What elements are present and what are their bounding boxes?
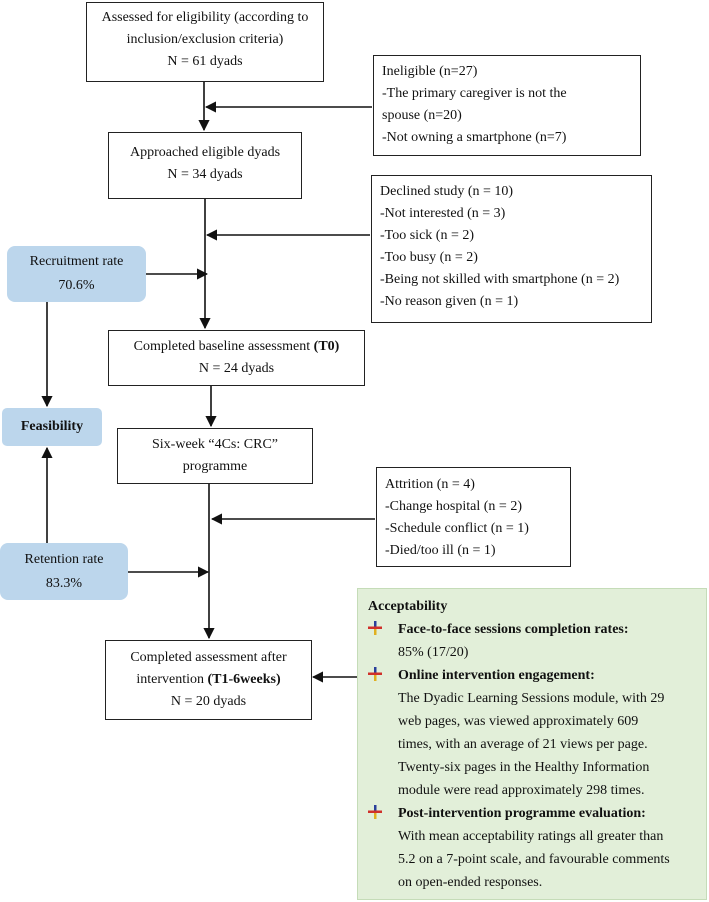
acceptability-item-line: With mean acceptability ratings all grea… [398, 829, 664, 844]
bullet-icon [368, 667, 382, 681]
after-box: Completed assessment after intervention … [105, 640, 312, 720]
assessed-count: N = 61 dyads [167, 54, 243, 69]
approached-box: Approached eligible dyads N = 34 dyads [108, 132, 302, 199]
acceptability-item-line: 5.2 on a 7-point scale, and favourable c… [398, 852, 670, 867]
acceptability-item-line: on open-ended responses. [398, 875, 543, 890]
acceptability-item-head: Face-to-face sessions completion rates: [398, 622, 629, 637]
ineligible-title: Ineligible (n=27) [382, 64, 478, 79]
approached-label: Approached eligible dyads [129, 145, 281, 160]
retention-rate-box: Retention rate 83.3% [0, 543, 128, 600]
declined-box: Declined study (n = 10) -Not interested … [371, 175, 652, 323]
recruitment-rate-label: Recruitment rate [29, 254, 124, 269]
assessed-box: Assessed for eligibility (according to i… [86, 2, 324, 82]
declined-reason-1: -Not interested (n = 3) [380, 206, 506, 221]
acceptability-item-completion: Face-to-face sessions completion rates: … [368, 618, 698, 664]
ineligible-reason-2: -Not owning a smartphone (n=7) [382, 130, 567, 145]
ineligible-reason-1b: spouse (n=20) [382, 108, 462, 123]
recruitment-rate-value: 70.6% [58, 278, 95, 293]
attrition-reason-3: -Died/too ill (n = 1) [385, 543, 496, 558]
after-line-1: Completed assessment after [130, 650, 287, 665]
baseline-label-line: Completed baseline assessment (T0) [109, 336, 364, 358]
declined-title: Declined study (n = 10) [380, 184, 514, 199]
attrition-reason-1: -Change hospital (n = 2) [385, 499, 522, 514]
recruitment-rate-box: Recruitment rate 70.6% [7, 246, 146, 302]
baseline-label: Completed baseline assessment [133, 339, 314, 354]
declined-reason-4: -Being not skilled with smartphone (n = … [380, 272, 620, 287]
acceptability-item-line: 85% (17/20) [398, 645, 469, 660]
acceptability-item-line: module were read approximately 298 times… [398, 783, 645, 798]
attrition-box: Attrition (n = 4) -Change hospital (n = … [376, 467, 571, 567]
assessed-line-2: inclusion/exclusion criteria) [126, 32, 284, 47]
bullet-icon [368, 621, 382, 635]
programme-box: Six-week “4Cs: CRC” programme [117, 428, 313, 484]
ineligible-box: Ineligible (n=27) -The primary caregiver… [373, 55, 641, 156]
after-count: N = 20 dyads [170, 694, 247, 709]
attrition-title: Attrition (n = 4) [385, 477, 475, 492]
acceptability-item-engagement: Online intervention engagement: The Dyad… [368, 664, 698, 802]
ineligible-reason-1: -The primary caregiver is not the [382, 86, 567, 101]
after-tag: (T1-6weeks) [207, 672, 281, 687]
acceptability-item-head: Online intervention engagement: [398, 668, 595, 683]
acceptability-item-evaluation: Post-intervention programme evaluation: … [368, 802, 698, 894]
retention-rate-label: Retention rate [24, 552, 104, 567]
acceptability-item-line: web pages, was viewed approximately 609 [398, 714, 639, 729]
programme-line-2: programme [182, 459, 248, 474]
acceptability-item-line: times, with an average of 21 views per p… [398, 737, 648, 752]
attrition-reason-2: -Schedule conflict (n = 1) [385, 521, 529, 536]
approached-count: N = 34 dyads [167, 167, 243, 182]
declined-reason-5: -No reason given (n = 1) [380, 294, 519, 309]
feasibility-label: Feasibility [20, 419, 84, 434]
after-label: intervention [136, 672, 208, 687]
acceptability-item-head: Post-intervention programme evaluation: [398, 806, 646, 821]
programme-line-1: Six-week “4Cs: CRC” [152, 437, 278, 452]
assessed-line-1: Assessed for eligibility (according to [101, 10, 309, 25]
acceptability-item-line: The Dyadic Learning Sessions module, wit… [398, 691, 665, 706]
declined-reason-3: -Too busy (n = 2) [380, 250, 478, 265]
acceptability-panel: Acceptability Face-to-face sessions comp… [357, 588, 707, 900]
after-label-line: intervention (T1-6weeks) [106, 669, 311, 691]
baseline-tag: (T0) [313, 339, 340, 354]
baseline-count: N = 24 dyads [198, 361, 275, 376]
feasibility-box: Feasibility [2, 408, 102, 446]
acceptability-title: Acceptability [368, 599, 448, 614]
acceptability-item-line: Twenty-six pages in the Healthy Informat… [398, 760, 650, 775]
retention-rate-value: 83.3% [45, 576, 83, 591]
baseline-box: Completed baseline assessment (T0) N = 2… [108, 330, 365, 386]
bullet-icon [368, 805, 382, 819]
declined-reason-2: -Too sick (n = 2) [380, 228, 475, 243]
